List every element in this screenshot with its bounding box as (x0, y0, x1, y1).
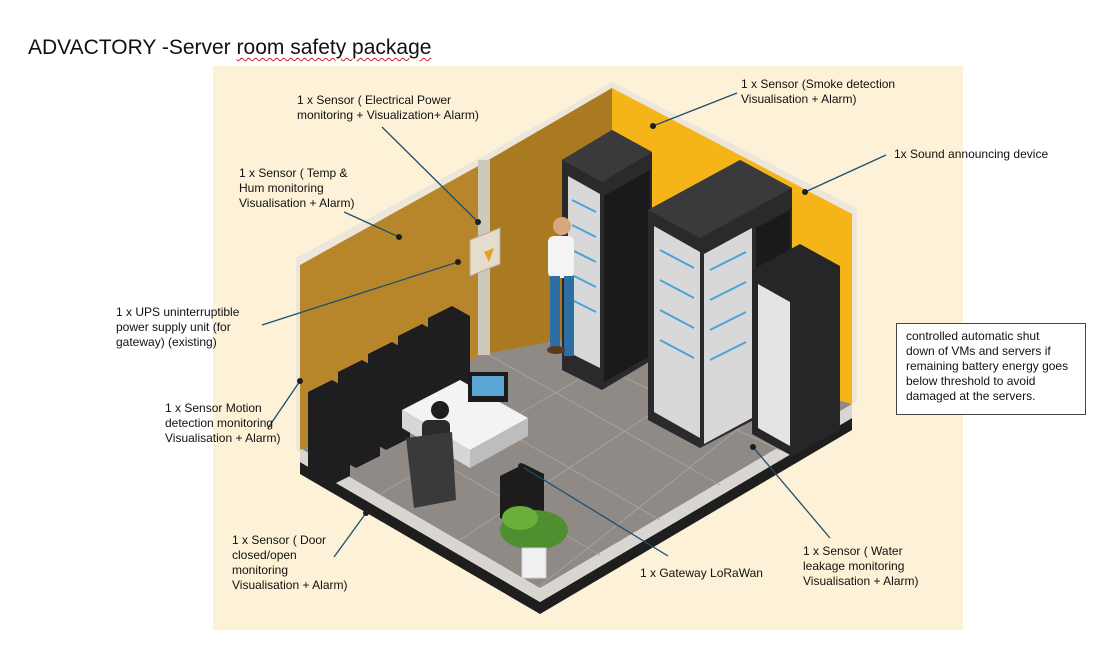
right-wall-top-edge (612, 82, 856, 214)
shutdown-note-box: controlled automatic shut down of VMs an… (896, 323, 1086, 415)
technician-figure (547, 217, 574, 356)
back-wall-top-edge (480, 82, 612, 165)
title-prefix: ADVACTORY -Server (28, 36, 237, 59)
label-gateway-line-1: 1 x Gateway LoRaWan (640, 566, 763, 580)
label-temp-sensor: 1 x Sensor ( Temp & Hum monitoring Visua… (239, 166, 355, 211)
seated-operator (406, 401, 456, 508)
leader-door-dot (363, 510, 369, 516)
server-rack-group-1 (562, 130, 652, 390)
leader-door (333, 512, 367, 558)
note-line-1: controlled automatic shut (906, 329, 1040, 343)
label-door-line-3: monitoring (232, 563, 289, 577)
left-wall-top-edge (296, 158, 480, 265)
label-sound-line-1: 1x Sound announcing device (894, 147, 1049, 161)
label-ups-line-1: 1 x UPS uninterruptible (116, 305, 240, 319)
note-line-3: remaining battery energy goes (906, 359, 1069, 373)
label-gateway: 1 x Gateway LoRaWan (640, 566, 763, 581)
leader-motion-dot (297, 378, 303, 384)
leader-sound (804, 154, 887, 193)
label-motion-line-1: 1 x Sensor Motion (165, 401, 262, 415)
note-line-4: below threshold to avoid (906, 374, 1036, 388)
label-temp-line-3: Visualisation + Alarm) (239, 196, 355, 210)
label-smoke-line-2: Visualisation + Alarm) (741, 92, 857, 106)
label-electrical-sensor: 1 x Sensor ( Electrical Power monitoring… (297, 93, 479, 123)
label-ups-line-3: gateway) (existing) (116, 335, 217, 349)
label-water-sensor: 1 x Sensor ( Water leakage monitoring Vi… (803, 544, 919, 589)
label-smoke-line-1: 1 x Sensor (Smoke detection (741, 77, 896, 91)
leader-electrical-dot (475, 219, 481, 225)
note-line-5: damaged at the servers. (906, 389, 1036, 403)
page-title: ADVACTORY -Server room safety package (28, 36, 431, 60)
label-water-line-3: Visualisation + Alarm) (803, 574, 919, 588)
label-motion-line-2: detection monitoring (165, 416, 274, 430)
leader-gateway-dot (518, 463, 524, 469)
server-rack-end (752, 244, 840, 456)
label-smoke-sensor: 1 x Sensor (Smoke detection Visualisatio… (741, 77, 895, 107)
label-electrical-line-1: 1 x Sensor ( Electrical Power (297, 93, 452, 107)
leader-temp (343, 211, 400, 238)
label-door-line-4: Visualisation + Alarm) (232, 578, 348, 592)
leader-water-dot (750, 444, 756, 450)
potted-plant (500, 506, 568, 579)
label-electrical-line-2: monitoring + Visualization+ Alarm) (297, 108, 479, 122)
leader-sound-dot (802, 189, 808, 195)
leader-ups (261, 261, 459, 326)
left-wall-side-edge (296, 258, 300, 452)
leader-smoke (652, 92, 738, 127)
leader-ups-dot (455, 259, 461, 265)
electrical-panel-box (469, 227, 501, 277)
label-temp-line-2: Hum monitoring (239, 181, 324, 195)
label-temp-line-1: 1 x Sensor ( Temp & (239, 166, 348, 180)
label-water-line-1: 1 x Sensor ( Water (803, 544, 903, 558)
leader-electrical (381, 126, 479, 223)
right-wall-side-edge (852, 208, 857, 404)
label-door-sensor: 1 x Sensor ( Door closed/open monitoring… (232, 533, 348, 593)
leader-gateway (520, 465, 669, 557)
note-line-2: down of VMs and servers if (906, 344, 1051, 358)
leader-smoke-dot (650, 123, 656, 129)
label-motion-sensor: 1 x Sensor Motion detection monitoring V… (165, 401, 281, 446)
label-door-line-2: closed/open (232, 548, 297, 562)
label-motion-line-3: Visualisation + Alarm) (165, 431, 281, 445)
label-water-line-2: leakage monitoring (803, 559, 905, 573)
leader-temp-dot (396, 234, 402, 240)
label-sound-device: 1x Sound announcing device (894, 147, 1048, 162)
leader-motion (267, 380, 301, 429)
label-ups: 1 x UPS uninterruptible power supply uni… (116, 305, 239, 350)
label-door-line-1: 1 x Sensor ( Door (232, 533, 327, 547)
leader-lines (261, 92, 887, 558)
title-underlined: room safety package (236, 36, 432, 59)
label-ups-line-2: power supply unit (for (116, 320, 231, 334)
leader-water (752, 446, 831, 539)
